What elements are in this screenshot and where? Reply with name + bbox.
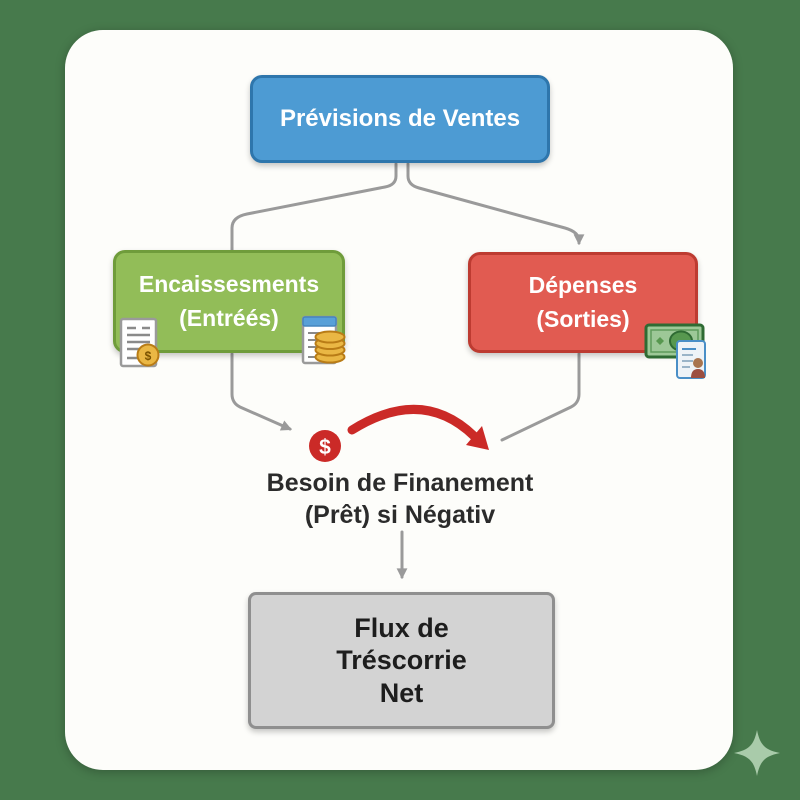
node-expenses-label-line1: Dépenses xyxy=(528,272,638,299)
node-sales-forecast: Prévisions de Ventes xyxy=(250,75,550,163)
node-net-cash-flow-line2: Tréscorrie xyxy=(336,645,467,676)
node-expenses: Dépenses (Sorties) xyxy=(468,252,698,353)
node-receipts: Encaissesments (Entréés) xyxy=(113,250,345,353)
node-receipts-label-line1: Encaissesments xyxy=(138,271,320,298)
node-expenses-label-line2: (Sorties) xyxy=(536,305,630,332)
financing-need-line1: Besoin de Finanement xyxy=(266,469,534,497)
node-net-cash-flow: Flux de Tréscorrie Net xyxy=(248,592,555,729)
node-receipts-label-line2: (Entréés) xyxy=(179,304,279,331)
financing-need-annotation: Besoin de Finanement (Prêt) si Négativ xyxy=(200,468,600,531)
node-net-cash-flow-line1: Flux de xyxy=(354,612,449,643)
financing-need-line2: (Prêt) si Négativ xyxy=(304,500,496,529)
node-sales-forecast-label: Prévisions de Ventes xyxy=(279,105,521,132)
sparkle-icon xyxy=(734,730,780,776)
node-net-cash-flow-line3: Net xyxy=(379,677,424,708)
